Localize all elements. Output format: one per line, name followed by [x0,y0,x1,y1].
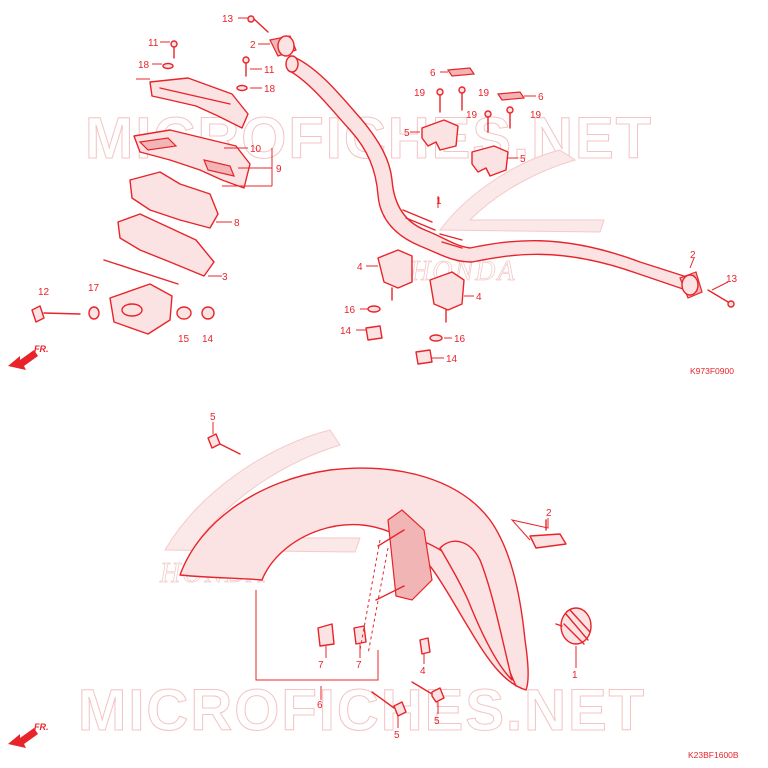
callout-19-c: 19 [466,110,478,121]
fender-bolt-side [411,681,445,703]
holder-washers-and-nuts [365,305,443,365]
callout-13-left: 13 [222,14,234,25]
callout-16-right: 16 [454,334,466,345]
top-bridge-cover [149,77,249,129]
lower-holder-right [429,271,465,323]
callout-6: 6 [317,700,323,711]
front-fender [179,467,529,691]
callout-labels-top: 1 2 2 3 4 4 5 5 6 6 8 9 10 11 11 12 13 1… [38,14,738,365]
callout-12: 12 [38,287,50,298]
nut-15 [176,306,192,320]
bar-end-screw-right [707,289,735,308]
callout-16-left: 16 [344,305,356,316]
callout-9: 9 [276,164,282,175]
callout-5-bottom-right: 5 [434,716,440,727]
fender-bolt-bottom [371,691,407,717]
stem-cover-8 [129,171,219,229]
callout-4-top-left: 4 [357,262,363,273]
upper-holder-left [421,119,459,151]
callout-5-top-left: 5 [404,128,410,139]
callout-14-left: 14 [202,334,214,345]
callout-10: 10 [250,144,262,155]
steering-stem-bottom [109,283,173,335]
fender-nut-left [317,623,335,647]
callout-2-bottom: 2 [546,508,552,519]
callout-13-right: 13 [726,274,738,285]
callout-4-top-right: 4 [476,292,482,303]
callout-2-top-left: 2 [250,40,256,51]
callout-1-top: 1 [436,196,442,207]
front-direction-arrow-bottom: FR. [8,722,49,748]
callout-5-bottom-top: 5 [210,412,216,423]
stem-bolts-11-18 [162,40,250,92]
fender-clip [529,519,567,549]
stem-bolt-12 [31,305,81,323]
callout-18-b: 18 [264,84,276,95]
callout-14-right: 14 [446,354,458,365]
stem-cover-3 [103,213,215,285]
callout-5-bottom-mid: 5 [394,730,400,741]
callout-3: 3 [222,272,228,283]
callout-17: 17 [88,283,100,294]
bar-end-weight-left [269,35,297,57]
leader-lines-top [136,17,729,359]
front-direction-arrow-top: FR. [8,344,49,370]
callout-6-top-left: 6 [430,68,436,79]
fender-collar-4 [419,637,431,655]
callout-11-b: 11 [264,65,275,76]
callout-11-a: 11 [148,38,159,49]
callout-5-top-right: 5 [520,154,526,165]
lower-holder-left [377,249,413,301]
front-reflector [555,607,592,645]
callout-8: 8 [234,218,240,229]
top-bridge-assembly [133,129,251,189]
callout-labels-bottom: 1 2 4 5 5 5 6 7 7 [210,412,578,741]
leader-lines-bottom [212,422,577,728]
callout-7-left: 7 [318,660,324,671]
washer-17 [88,306,100,320]
diagram-code-top: K973F0900 [690,366,734,376]
nut-14-left [201,306,215,320]
front-label-top: FR. [34,344,49,354]
callout-19-d: 19 [530,110,542,121]
callout-6-top-right: 6 [538,92,544,103]
bar-end-screw-left [247,15,269,33]
bracket-outline [255,539,389,681]
callout-1-bottom: 1 [572,670,578,681]
holder-bolts [436,86,514,133]
fender-bolt-top [207,433,241,455]
callout-2-top-right: 2 [690,250,696,261]
callout-14-mid: 14 [340,326,352,337]
callout-19-b: 19 [478,88,490,99]
callout-15: 15 [178,334,190,345]
callout-7-right: 7 [356,660,362,671]
front-label-bottom: FR. [34,722,49,732]
callout-19-a: 19 [414,88,426,99]
bar-end-weight-right [679,271,703,299]
holder-caps [446,67,526,101]
diagram-code-bottom: K23BF1600B [688,750,739,760]
upper-holder-right [471,145,509,177]
watermark-bottom: MICROFICHES.NET [78,678,646,743]
fender-nut-right [353,625,367,645]
callout-18-a: 18 [138,60,150,71]
callout-4-bottom: 4 [420,666,426,677]
